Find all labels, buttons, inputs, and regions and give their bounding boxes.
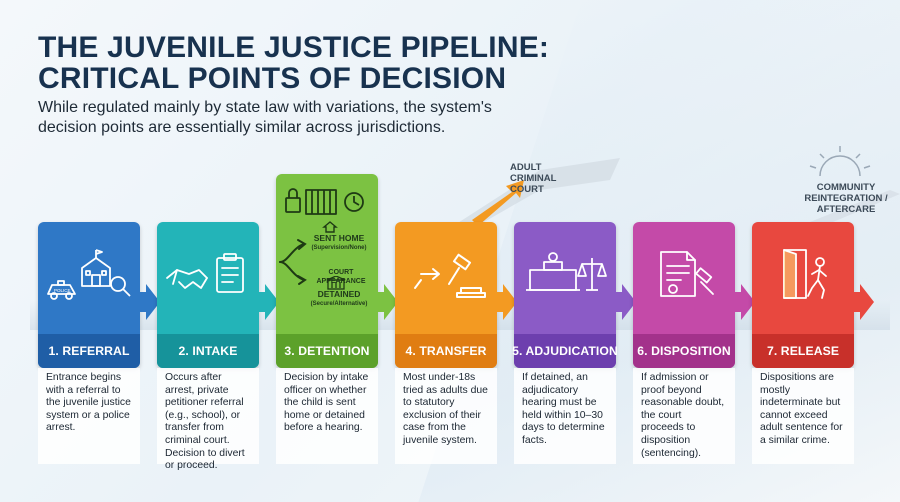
document-gavel-icon — [639, 244, 729, 309]
stage-description: If detained, an adjudicatory hearing mus… — [514, 368, 616, 464]
connector-arrow-icon — [731, 284, 755, 320]
handshake-clipboard-icon — [163, 244, 253, 309]
stage-description: Entrance begins with a referral to the j… — [38, 368, 140, 464]
page-title: THE JUVENILE JUSTICE PIPELINE: CRITICAL … — [38, 32, 549, 94]
police-text: POLICE — [54, 288, 71, 293]
stage-label: 1. REFERRAL — [38, 334, 140, 368]
stage-label: 3. DETENTION — [276, 334, 378, 368]
stage-description: If admission or proof beyond reasonable … — [633, 368, 735, 464]
stage-label: 7. RELEASE — [752, 334, 854, 368]
sent-home-sub: (Supervision/None) — [311, 245, 367, 251]
connector-arrow-icon — [850, 284, 874, 320]
stage-1: POLICE 1. REFERRAL — [38, 222, 160, 368]
connector-arrow-icon — [136, 284, 160, 320]
stage-5: 5. ADJUDICATION — [512, 222, 636, 368]
stage-description: Occurs after arrest, private petitioner … — [157, 368, 259, 471]
title-line-2: CRITICAL POINTS OF DECISION — [38, 62, 507, 95]
adult-court-arrow — [472, 180, 524, 226]
sent-home-label: SENT HOME — [313, 233, 365, 243]
stage-7: 7. RELEASE — [752, 222, 874, 368]
detained-label: DETAINED — [317, 289, 361, 299]
split-arrows-icon — [278, 232, 308, 297]
courtroom-scales-icon — [520, 244, 610, 309]
connector-arrow-icon — [612, 284, 636, 320]
stage-label: 5. ADJUDICATION — [512, 334, 618, 368]
stage-label: 2. INTAKE — [157, 334, 259, 368]
adult-court-branch — [450, 158, 620, 230]
home-icon — [322, 220, 338, 238]
gavel-arrow-icon — [401, 244, 491, 309]
stage-4: 4. TRANSFER — [395, 222, 517, 368]
connector-arrow-icon — [374, 284, 398, 320]
sunrise-icon — [809, 146, 871, 177]
police-car-school-icon: POLICE — [44, 244, 134, 309]
stage-3: SENT HOME (Supervision/None) COURT APPEARA… — [276, 174, 398, 368]
stage-label: 6. DISPOSITION — [633, 334, 735, 368]
stage-2: 2. INTAKE — [157, 222, 279, 368]
detained-sub: (Secure/Alternative) — [310, 301, 368, 307]
stage-6: 6. DISPOSITION — [633, 222, 755, 368]
adult-court-label: ADULT CRIMINAL COURT — [510, 162, 557, 195]
building-icon — [326, 275, 346, 295]
stage-description: Most under-18s tried as adults due to st… — [395, 368, 497, 464]
connector-arrow-icon — [493, 284, 517, 320]
stage-description: Decision by intake officer on whether th… — [276, 368, 378, 464]
connector-arrow-icon — [255, 284, 279, 320]
stage-description: Dispositions are mostly indeterminate bu… — [752, 368, 854, 464]
door-exit-icon — [758, 244, 848, 309]
court-appearance-label: COURT APPEARANCE — [316, 269, 366, 285]
title-line-1: THE JUVENILE JUSTICE PIPELINE: — [38, 31, 550, 64]
lock-bars-clock-icon — [284, 186, 372, 225]
stage-label: 4. TRANSFER — [395, 334, 497, 368]
page-subtitle: While regulated mainly by state law with… — [38, 99, 492, 136]
community-label: COMMUNITY REINTEGRATION / AFTERCARE — [804, 182, 888, 215]
